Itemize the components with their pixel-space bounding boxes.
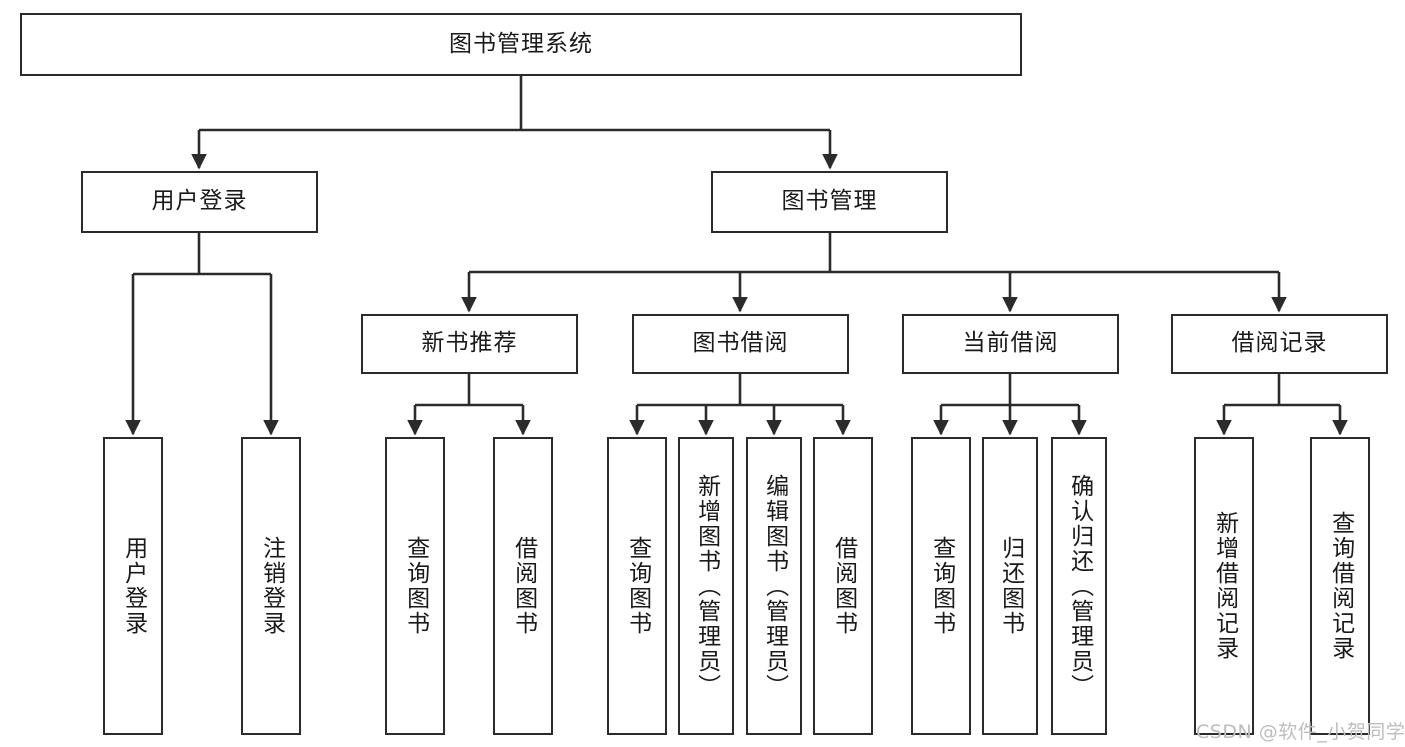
node-label: 图书借阅 <box>692 330 789 357</box>
node-label: 编辑图书（管理员） <box>761 473 788 699</box>
node-label: 查询图书 <box>624 536 651 636</box>
leaf-add-book-admin[interactable]: 新增图书（管理员） <box>678 437 734 735</box>
leaf-add-borrow-record[interactable]: 新增借阅记录 <box>1194 437 1254 735</box>
leaf-return-book[interactable]: 归还图书 <box>982 437 1038 735</box>
node-user-login[interactable]: 用户登录 <box>81 171 318 233</box>
leaf-borrow-book[interactable]: 借阅图书 <box>813 437 873 735</box>
leaf-query-book-borrow[interactable]: 查询图书 <box>607 437 667 735</box>
leaf-borrow-book-recommend[interactable]: 借阅图书 <box>493 437 553 735</box>
node-label: 归还图书 <box>997 536 1024 636</box>
node-label: 查询图书 <box>928 536 955 636</box>
node-book-manage[interactable]: 图书管理 <box>711 171 948 233</box>
node-label: 新增借阅记录 <box>1211 511 1238 661</box>
node-book-borrow[interactable]: 图书借阅 <box>632 314 849 374</box>
node-label: 借阅图书 <box>830 536 857 636</box>
node-label: 借阅记录 <box>1231 330 1328 357</box>
node-label: 图书管理 <box>781 188 878 215</box>
node-label: 查询借阅记录 <box>1327 511 1354 661</box>
node-label: 当前借阅 <box>962 330 1059 357</box>
node-new-book-recommend[interactable]: 新书推荐 <box>361 314 578 374</box>
node-current-borrow[interactable]: 当前借阅 <box>902 314 1119 374</box>
node-label: 注销登录 <box>258 536 285 636</box>
leaf-confirm-return-admin[interactable]: 确认归还（管理员） <box>1051 437 1107 735</box>
node-label: 新书推荐 <box>421 330 518 357</box>
leaf-logout-login[interactable]: 注销登录 <box>241 437 301 735</box>
node-label: 图书管理系统 <box>449 30 593 57</box>
node-label: 查询图书 <box>402 536 429 636</box>
leaf-query-borrow-record[interactable]: 查询借阅记录 <box>1310 437 1370 735</box>
leaf-query-book-recommend[interactable]: 查询图书 <box>385 437 445 735</box>
node-label: 用户登录 <box>151 188 248 215</box>
node-root-book-management-system[interactable]: 图书管理系统 <box>20 13 1022 76</box>
node-borrow-record[interactable]: 借阅记录 <box>1171 314 1388 374</box>
leaf-user-login[interactable]: 用户登录 <box>103 437 163 735</box>
node-label: 用户登录 <box>120 536 147 636</box>
leaf-edit-book-admin[interactable]: 编辑图书（管理员） <box>746 437 802 735</box>
leaf-query-book-current[interactable]: 查询图书 <box>911 437 971 735</box>
node-label: 确认归还（管理员） <box>1066 473 1093 699</box>
node-label: 借阅图书 <box>510 536 537 636</box>
node-label: 新增图书（管理员） <box>693 473 720 699</box>
